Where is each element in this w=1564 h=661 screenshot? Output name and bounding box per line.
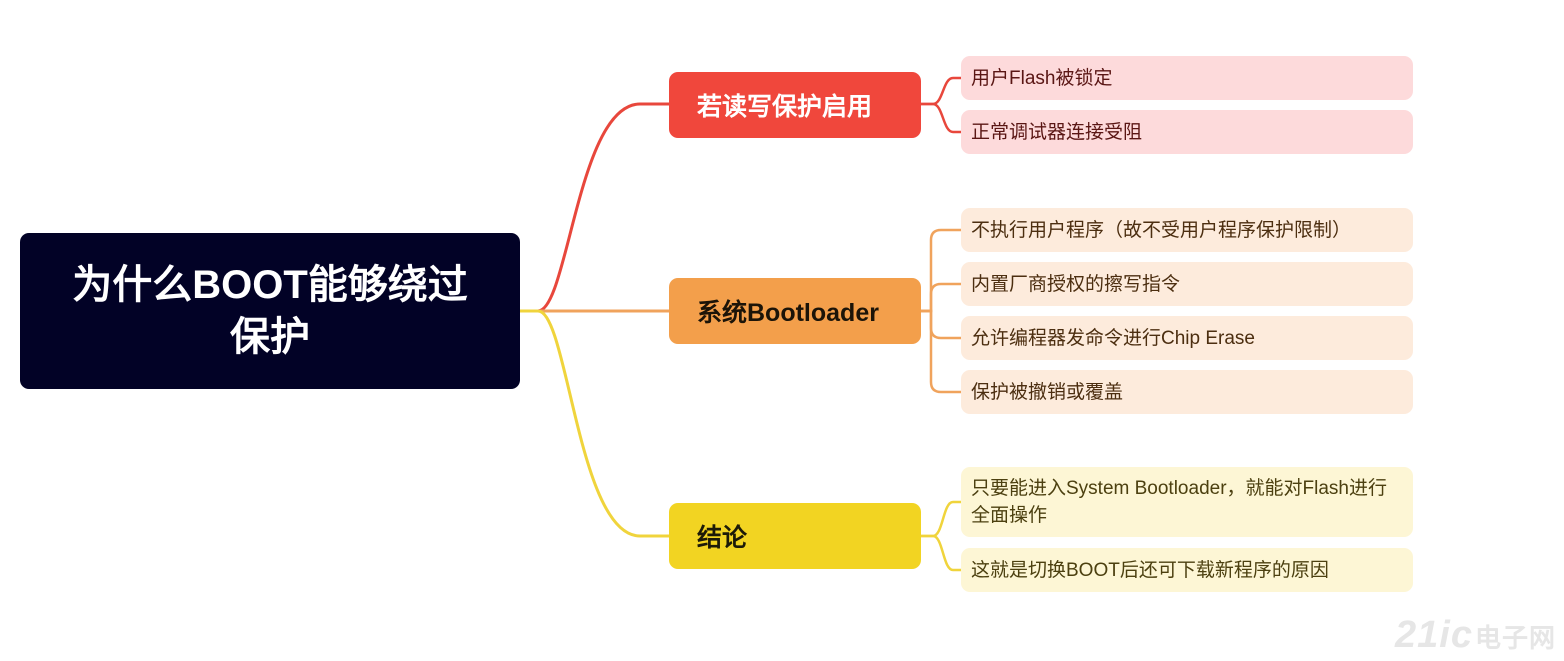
leaf-connector (921, 228, 961, 313)
watermark-sub: 电子网 (1474, 623, 1556, 653)
leaf-chip-erase[interactable]: 允许编程器发命令进行Chip Erase (961, 316, 1413, 360)
leaf-protection-revoked[interactable]: 保护被撤销或覆盖 (961, 370, 1413, 414)
watermark-logo: 21ic 电子网 (1395, 614, 1556, 657)
leaf-debugger-blocked[interactable]: 正常调试器连接受阻 (961, 110, 1413, 154)
leaf-vendor-erase-commands[interactable]: 内置厂商授权的擦写指令 (961, 262, 1413, 306)
root-connector-1 (520, 102, 669, 313)
leaf-label: 这就是切换BOOT后还可下载新程序的原因 (971, 559, 1329, 581)
branch-label: 系统Bootloader (697, 299, 879, 327)
branch-label: 若读写保护启用 (697, 93, 873, 121)
leaf-connector (921, 534, 961, 572)
leaf-connector (921, 102, 961, 134)
branch-system-bootloader[interactable]: 系统Bootloader (669, 278, 921, 344)
leaf-label: 保护被撤销或覆盖 (971, 381, 1124, 403)
leaf-flash-locked[interactable]: 用户Flash被锁定 (961, 56, 1413, 100)
leaf-label: 内置厂商授权的擦写指令 (971, 273, 1181, 295)
leaf-label: 只要能进入System Bootloader，就能对Flash进行全面操作 (971, 478, 1387, 526)
leaf-label: 用户Flash被锁定 (971, 67, 1113, 89)
leaf-label: 不执行用户程序（故不受用户程序保护限制） (971, 219, 1352, 241)
leaf-connector (921, 500, 961, 538)
leaf-not-run-user-program[interactable]: 不执行用户程序（故不受用户程序保护限制） (961, 208, 1413, 252)
root-topic-title: 为什么BOOT能够绕过保护 (72, 263, 468, 359)
leaf-connector (921, 309, 961, 394)
leaf-connector (921, 76, 961, 106)
leaf-connector (921, 282, 961, 313)
branch-conclusion[interactable]: 结论 (669, 503, 921, 569)
watermark-main: 21ic (1395, 614, 1473, 656)
leaf-full-flash-access[interactable]: 只要能进入System Bootloader，就能对Flash进行全面操作 (961, 467, 1413, 537)
root-connector-3 (520, 309, 669, 538)
branch-label: 结论 (697, 524, 748, 552)
branch-read-write-protection[interactable]: 若读写保护启用 (669, 72, 921, 138)
leaf-connector (921, 309, 961, 340)
root-topic[interactable]: 为什么BOOT能够绕过保护 (20, 233, 520, 389)
leaf-download-reason[interactable]: 这就是切换BOOT后还可下载新程序的原因 (961, 548, 1413, 592)
leaf-label: 允许编程器发命令进行Chip Erase (971, 327, 1255, 349)
leaf-label: 正常调试器连接受阻 (971, 121, 1143, 143)
